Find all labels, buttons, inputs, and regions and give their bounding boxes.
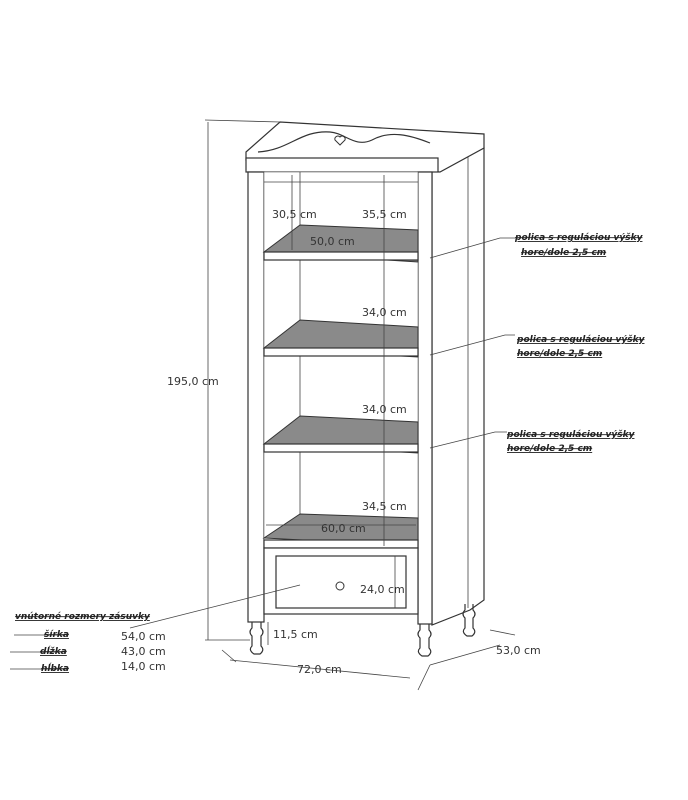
shelf-note-3-line2: hore/dole 2,5 cm xyxy=(507,444,592,454)
right-post xyxy=(417,171,433,625)
dim-drawer-height: 24,0 cm xyxy=(360,583,405,596)
shelves xyxy=(262,224,419,549)
dim-total-height: 195,0 cm xyxy=(167,375,219,388)
top-scallop xyxy=(257,131,431,153)
side-panel xyxy=(431,147,485,626)
drawer-spec-label-depth: hĺbka xyxy=(41,662,69,674)
dim-width: 72,0 cm xyxy=(297,663,342,676)
shelf-note-1-line2: hore/dole 2,5 cm xyxy=(521,248,606,258)
dim-inner-depth: 50,0 cm xyxy=(310,235,355,248)
drawer-knob-icon xyxy=(335,581,345,591)
shelf-note-2-line2: hore/dole 2,5 cm xyxy=(517,349,602,359)
shelf-note-3-line1: polica s reguláciou výšky xyxy=(506,429,636,440)
dim-leg-height: 11,5 cm xyxy=(273,628,318,641)
dim-inner-width: 60,0 cm xyxy=(321,522,366,535)
shelf-note-1-line1: polica s reguláciou výšky xyxy=(514,232,644,243)
legs xyxy=(249,604,476,657)
top-front-rail xyxy=(245,157,439,173)
drawer-spec-value-depth: 14,0 cm xyxy=(121,660,166,673)
left-post xyxy=(247,171,265,623)
drawer-spec-label-width: šírka xyxy=(44,629,69,640)
dim-gap-4: 34,5 cm xyxy=(362,500,407,513)
shelf-note-2-line1: polica s reguláciou výšky xyxy=(516,334,646,345)
dimension-lines xyxy=(129,119,516,691)
drawer-spec-value-width: 54,0 cm xyxy=(121,630,166,643)
dim-top-gap-left: 30,5 cm xyxy=(272,208,317,221)
dim-depth: 53,0 cm xyxy=(496,644,541,657)
drawer-spec-value-length: 43,0 cm xyxy=(121,645,166,658)
dim-gap-2: 34,0 cm xyxy=(362,306,407,319)
dim-top-gap: 35,5 cm xyxy=(362,208,407,221)
drawer-specs-title: vnútorné rozmery zásuvky xyxy=(15,611,151,622)
dim-gap-3: 34,0 cm xyxy=(362,403,407,416)
drawer-spec-label-length: dĺžka xyxy=(40,645,67,657)
heart-icon xyxy=(334,135,346,146)
